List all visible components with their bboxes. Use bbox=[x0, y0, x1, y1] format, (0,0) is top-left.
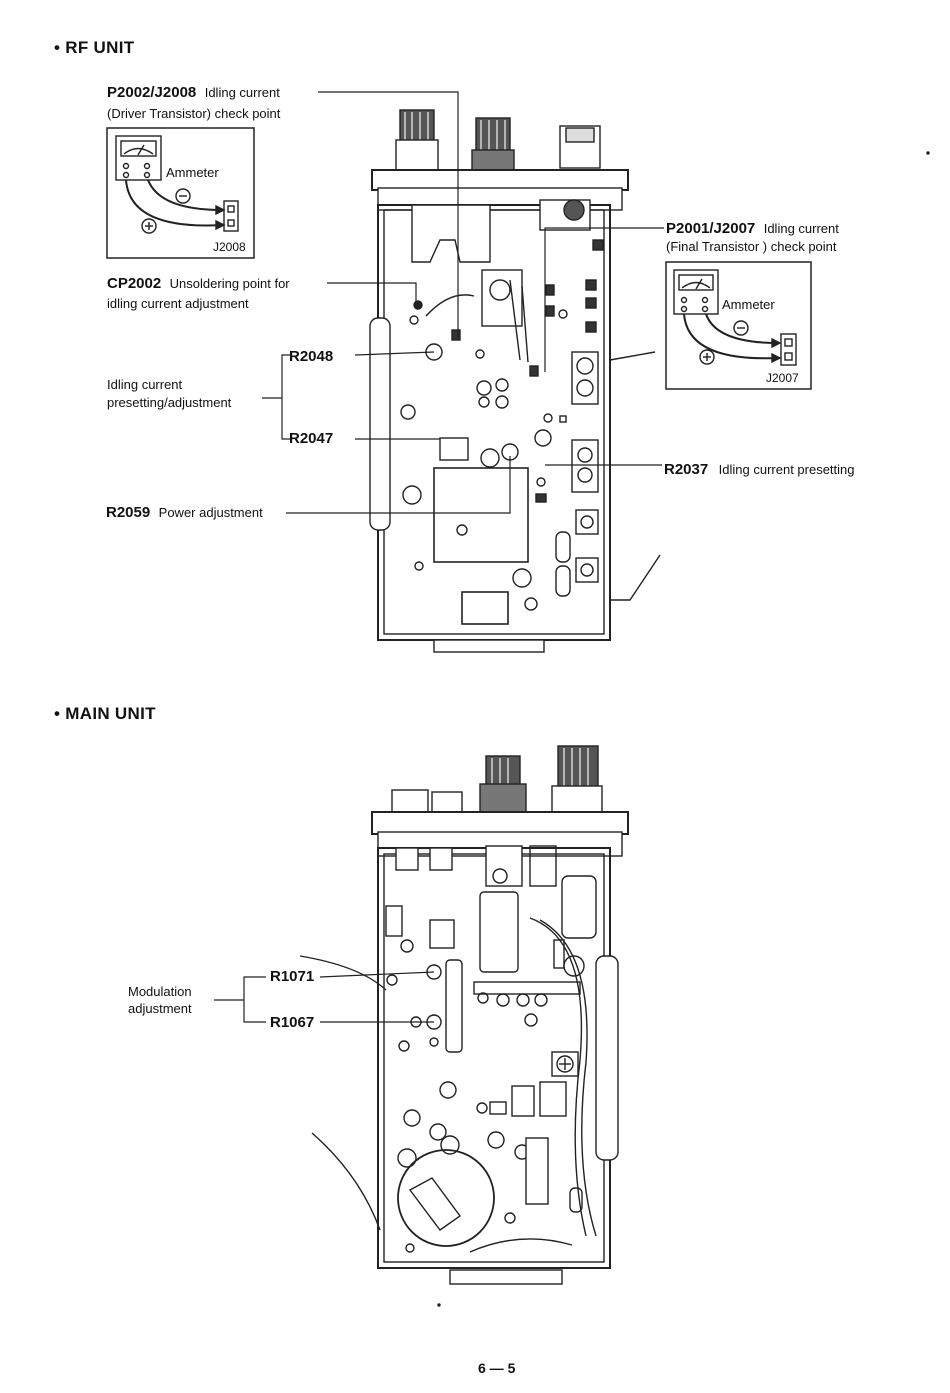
ammeter-left-inset bbox=[106, 127, 255, 259]
minus-icon bbox=[733, 320, 749, 336]
modulation-bracket bbox=[243, 976, 266, 1023]
ammeter-left-label: Ammeter bbox=[166, 165, 219, 180]
ammeter-left-icon bbox=[115, 135, 162, 181]
ammeter-right-inset bbox=[665, 261, 812, 390]
r2047-label: R2047 bbox=[289, 430, 334, 447]
p2001-ref: P2001/J2007 bbox=[666, 220, 756, 237]
modulation-line-1: Modulation bbox=[128, 984, 192, 999]
main-unit-board bbox=[311, 745, 629, 1285]
p2002-desc: Idling current bbox=[204, 85, 280, 100]
battery-holder bbox=[397, 1149, 495, 1247]
r2059-leader bbox=[286, 456, 511, 514]
r2048-label: R2048 bbox=[289, 348, 334, 365]
ammeter-right-label: Ammeter bbox=[722, 297, 775, 312]
r2037-ref: R2037 bbox=[664, 461, 709, 478]
idling-group-line-1: Idling current bbox=[107, 377, 183, 392]
idling-group-line-2: presetting/adjustment bbox=[107, 395, 232, 410]
page-number: 6 — 5 bbox=[478, 1360, 516, 1376]
j2008-label: J2008 bbox=[213, 240, 246, 254]
r1071-leader bbox=[319, 971, 435, 978]
r2037-trimmer bbox=[534, 429, 552, 447]
r2037-label: R2037 Idling current presetting bbox=[664, 461, 855, 479]
p2001-desc: Idling current bbox=[763, 221, 839, 236]
cp2002-leader bbox=[327, 282, 417, 306]
idling-bracket-bottom bbox=[281, 398, 290, 440]
r2059-label: R2059 Power adjustment bbox=[106, 504, 263, 522]
j2007-label: J2007 bbox=[766, 371, 799, 385]
cp2002-ref: CP2002 bbox=[107, 275, 162, 292]
p2002-ref: P2002/J2008 bbox=[107, 84, 197, 101]
r1067-label: R1067 bbox=[270, 1014, 315, 1031]
modulation-line-2: adjustment bbox=[128, 1001, 192, 1016]
minus-icon bbox=[175, 188, 191, 204]
r2048-leader bbox=[354, 351, 435, 356]
main-unit-title: • MAIN UNIT bbox=[54, 704, 156, 723]
cp2002-label: CP2002 Unsoldering point for bbox=[107, 275, 290, 293]
p2002-leader bbox=[318, 91, 459, 338]
rf-leader-lines bbox=[262, 91, 664, 514]
r1071-label: R1071 bbox=[270, 968, 315, 985]
p2001-desc-2: (Final Transistor ) check point bbox=[666, 239, 837, 254]
main-leader-lines bbox=[214, 955, 435, 1023]
rf-unit-board bbox=[369, 109, 661, 653]
plus-icon bbox=[699, 349, 715, 365]
p2002-desc-2: (Driver Transistor) check point bbox=[107, 106, 281, 121]
plus-icon bbox=[141, 218, 157, 234]
cp2002-desc-2: idling current adjustment bbox=[107, 296, 249, 311]
r2037-desc: Idling current presetting bbox=[718, 462, 855, 477]
r2059-ref: R2059 bbox=[106, 504, 151, 521]
modulation-curve bbox=[299, 955, 387, 991]
p2001-leader bbox=[544, 227, 664, 372]
idling-bracket-top bbox=[262, 354, 290, 399]
r2059-desc: Power adjustment bbox=[158, 505, 263, 520]
cp2002-desc: Unsoldering point for bbox=[169, 276, 290, 291]
p2002-label: P2002/J2008 Idling current bbox=[107, 84, 280, 102]
p2001-label: P2001/J2007 Idling current bbox=[666, 220, 839, 238]
rf-unit-title: • RF UNIT bbox=[54, 38, 135, 57]
ammeter-right-icon bbox=[673, 269, 719, 315]
r2047-trimmer bbox=[439, 437, 469, 461]
